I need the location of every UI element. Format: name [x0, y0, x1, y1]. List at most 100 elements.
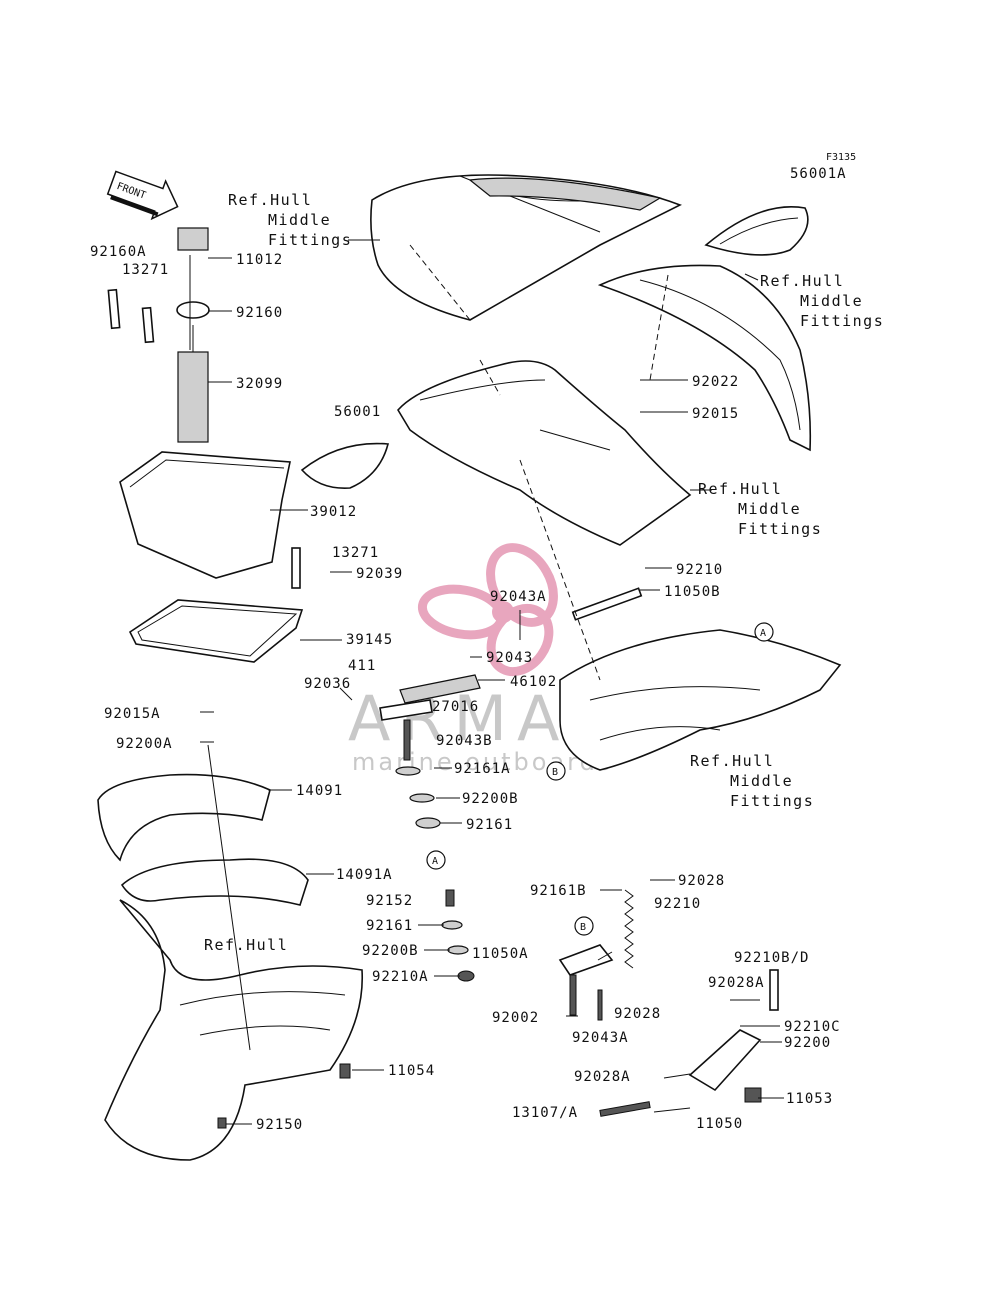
bumper-14091a — [120, 858, 309, 906]
bolt-92210bd — [769, 969, 779, 1011]
front-arrow-icon: FRONT — [106, 170, 179, 221]
callout-a-top — [754, 622, 774, 642]
ring-92160 — [176, 301, 210, 319]
part-label: 56001A — [790, 166, 847, 182]
front-hull — [104, 899, 364, 1161]
part-label: 92015A — [104, 706, 161, 722]
part-label: 11050A — [472, 946, 529, 962]
figure-code: F3135 — [826, 152, 856, 163]
part-label: 13271 — [122, 262, 169, 278]
ref-line: Middle — [268, 211, 331, 229]
part-label: 92210B/D — [734, 950, 809, 966]
storage-bin — [119, 451, 291, 579]
part-label: 92161 — [366, 918, 413, 934]
rear-deck-lower — [559, 629, 842, 771]
part-label: 92161 — [466, 817, 513, 833]
bracket-11050a — [558, 944, 614, 976]
part-label: 11050 — [696, 1116, 743, 1132]
part-label: 92210 — [654, 896, 701, 912]
screw-92150 — [217, 1117, 227, 1129]
part-label: 92200B — [462, 791, 519, 807]
grille-56001a — [704, 206, 809, 256]
part-label: 92043A — [490, 589, 547, 605]
ref-line: Fittings — [800, 312, 884, 330]
part-label: 92200 — [784, 1035, 831, 1051]
part-label: 92152 — [366, 893, 413, 909]
ref-line: Ref.Hull — [760, 272, 844, 290]
part-label: 92022 — [692, 374, 739, 390]
spring-92161b — [624, 889, 634, 969]
ref-hull: Ref.Hull — [204, 936, 288, 954]
plate-11050b — [571, 587, 643, 621]
bin-gasket — [128, 599, 304, 663]
strap-92160a — [107, 288, 121, 330]
callout-a-top-label: A — [760, 628, 766, 639]
cap-11012 — [177, 227, 209, 251]
part-label: 92200A — [116, 736, 173, 752]
ref-hull-middle-fittings-2: Ref.Hull Middle Fittings — [760, 272, 884, 330]
armada-logo — [417, 543, 558, 677]
part-label: 92161B — [530, 883, 587, 899]
part-label: 92036 — [304, 676, 351, 692]
part-label: 32099 — [236, 376, 283, 392]
part-label: 14091A — [336, 867, 393, 883]
callout-b-left — [546, 761, 566, 781]
part-label: 39145 — [346, 632, 393, 648]
plate-11050 — [688, 1029, 762, 1092]
strap-13271-mid — [291, 547, 301, 589]
hinge-46102 — [399, 674, 481, 704]
part-label: 13271 — [332, 545, 379, 561]
part-label: 92002 — [492, 1010, 539, 1026]
part-label: 411 — [348, 658, 376, 674]
part-label: 92160A — [90, 244, 147, 260]
part-label: 92200B — [362, 943, 419, 959]
bolt-13107 — [599, 1101, 651, 1117]
ref-line: Middle — [738, 500, 801, 518]
leader-lines — [189, 239, 784, 1125]
clip-11053 — [744, 1087, 762, 1103]
callout-b-low-label: B — [580, 922, 586, 933]
ref-line: Fittings — [268, 231, 352, 249]
ref-hull-middle-fittings-4: Ref.Hull Middle Fittings — [690, 752, 814, 810]
upper-deck — [370, 174, 682, 321]
part-label: 92043B — [436, 733, 493, 749]
part-label: 11053 — [786, 1091, 833, 1107]
ref-line: Middle — [800, 292, 863, 310]
part-label: 92150 — [256, 1117, 303, 1133]
right-side-panel — [597, 264, 812, 452]
ref-line: Ref.Hull — [698, 480, 782, 498]
ref-line: Ref.Hull — [690, 752, 774, 770]
middle-panel — [397, 360, 692, 546]
bolt-92002 — [569, 974, 577, 1016]
part-label: 56001 — [334, 404, 381, 420]
ref-line: Fittings — [730, 792, 814, 810]
ref-hull-middle-fittings-1: Ref.Hull Middle Fittings — [228, 191, 352, 249]
part-label: 14091 — [296, 783, 343, 799]
watermark-tagline: marine outboards — [352, 748, 613, 776]
part-label: 92210C — [784, 1019, 841, 1035]
part-label: 92015 — [692, 406, 739, 422]
part-label: 11050B — [664, 584, 721, 600]
latch-27016 — [379, 699, 433, 721]
callout-a-low-label: A — [432, 856, 438, 867]
clip-11054 — [339, 1063, 351, 1079]
bolt-92043a — [597, 989, 603, 1021]
callout-b-left-label: B — [552, 767, 558, 778]
part-label: 11012 — [236, 252, 283, 268]
ref-line: Ref.Hull — [228, 191, 312, 209]
part-label: 46102 — [510, 674, 557, 690]
part-label: 27016 — [432, 699, 479, 715]
part-label: 92043A — [572, 1030, 629, 1046]
part-label: 92210A — [372, 969, 429, 985]
part-label: 92160 — [236, 305, 283, 321]
tube-32099 — [177, 351, 209, 443]
part-label: 92043 — [486, 650, 533, 666]
part-label: 39012 — [310, 504, 357, 520]
callout-b-low — [574, 916, 594, 936]
part-label: 92039 — [356, 566, 403, 582]
part-label: 92210 — [676, 562, 723, 578]
part-label: 92028A — [708, 975, 765, 991]
ref-line: Fittings — [738, 520, 822, 538]
grille-56001 — [300, 442, 390, 489]
